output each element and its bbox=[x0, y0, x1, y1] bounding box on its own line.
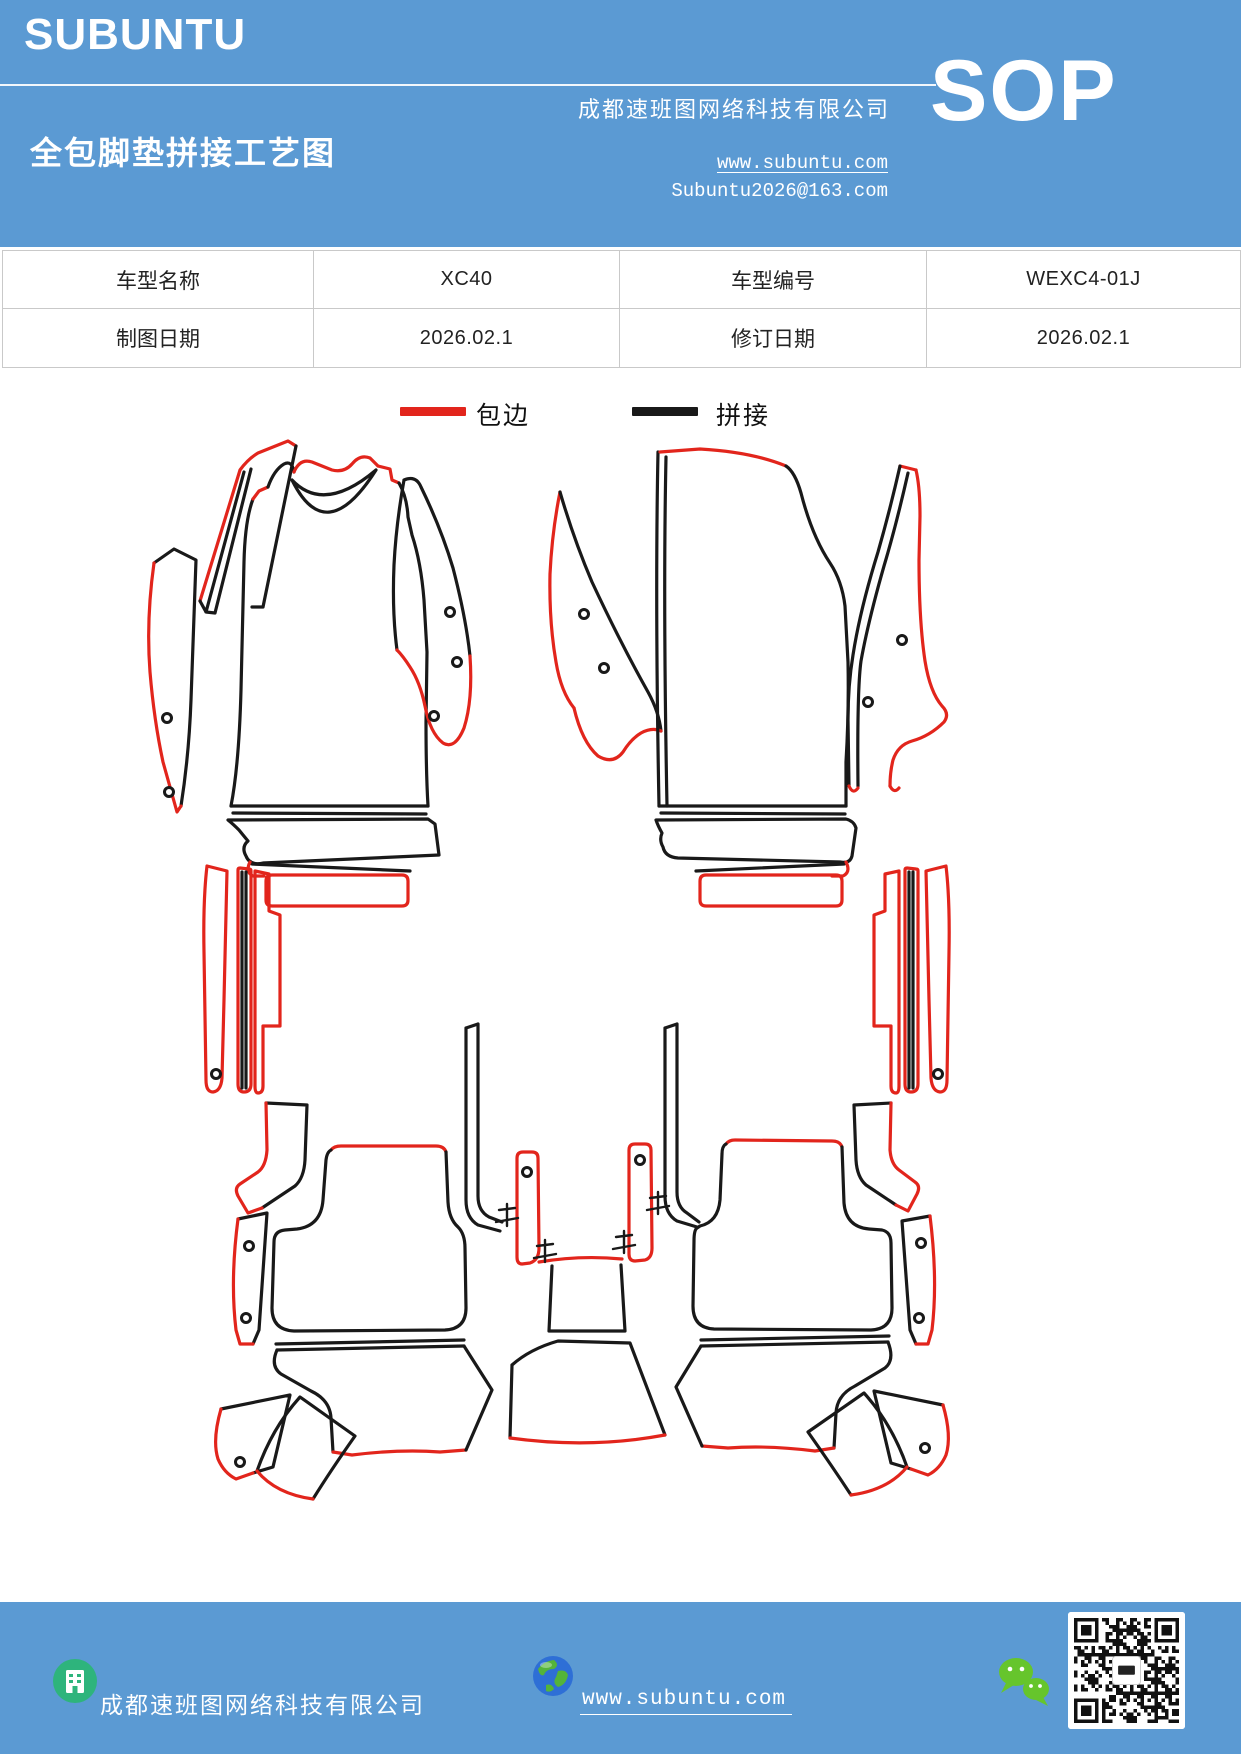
rear-right-corner-flaps bbox=[806, 1389, 950, 1497]
rear-left-wedge bbox=[231, 1211, 269, 1346]
edge-binding-swatch bbox=[400, 407, 466, 416]
drawing-date-value: 2026.02.1 bbox=[314, 309, 620, 367]
rear-center-hook-left bbox=[464, 1022, 504, 1233]
front-right-mat-group bbox=[548, 447, 951, 1095]
vehicle-model-value: XC40 bbox=[314, 251, 620, 309]
revision-date-value: 2026.02.1 bbox=[1036, 326, 1131, 349]
model-code-value: WEXC4-01J bbox=[927, 251, 1240, 309]
company-building-icon bbox=[53, 1659, 97, 1703]
header-email: Subuntu2026@163.com bbox=[671, 180, 888, 202]
brand-logo: SUBUNTU bbox=[24, 10, 247, 59]
stitching-label: 拼接 bbox=[716, 402, 771, 430]
rear-center-tab-left bbox=[515, 1150, 541, 1266]
header-website-link[interactable]: www.subuntu.com bbox=[716, 152, 888, 174]
edge-binding-label: 包边 bbox=[476, 402, 531, 430]
front-right-long-strips bbox=[872, 864, 951, 1095]
header: SUBUNTU 成都速班图网络科技有限公司 SOP 全包脚垫拼接工艺图 www.… bbox=[0, 0, 1241, 247]
front-left-heel-trapezoid bbox=[226, 817, 441, 866]
front-left-side-wedge bbox=[147, 547, 198, 814]
drawing-date-label: 制图日期 bbox=[3, 309, 314, 367]
vehicle-info-table: 车型名称 XC40 车型编号 WEXC4-01J 制图日期 2026.02.1 … bbox=[2, 250, 1241, 368]
globe-icon bbox=[533, 1656, 573, 1696]
front-left-main-mat bbox=[229, 455, 430, 816]
footer: 成都速班图网络科技有限公司 www.subuntu.com bbox=[0, 1602, 1241, 1754]
rear-left-corner-flaps bbox=[214, 1393, 357, 1501]
rear-center-trapezoid bbox=[508, 1339, 667, 1445]
sop-badge: SOP bbox=[930, 43, 1118, 139]
rear-center-bridge bbox=[537, 1255, 627, 1333]
page-title: 全包脚垫拼接工艺图 bbox=[30, 135, 337, 171]
front-right-main-mat bbox=[655, 447, 850, 816]
rear-right-main-mat bbox=[691, 1138, 894, 1332]
vehicle-model-label: 车型名称 bbox=[3, 251, 314, 309]
front-right-sill-bar bbox=[694, 860, 850, 908]
stitching-swatch bbox=[632, 407, 698, 416]
rear-center-hook-right bbox=[663, 1022, 701, 1229]
footer-company-name: 成都速班图网络科技有限公司 bbox=[100, 1692, 425, 1718]
front-right-outer-wing bbox=[846, 464, 949, 793]
front-right-heel-trapezoid bbox=[654, 817, 858, 864]
header-company-name: 成都速班图网络科技有限公司 bbox=[577, 97, 890, 122]
rear-right-wedge bbox=[900, 1214, 937, 1346]
header-divider bbox=[0, 84, 936, 86]
front-left-flap-strips bbox=[198, 439, 298, 615]
rear-mat-group bbox=[214, 1022, 950, 1501]
rear-right-bent-strip bbox=[852, 1101, 921, 1213]
revision-date-label: 修订日期 bbox=[620, 309, 927, 367]
stop-marks bbox=[494, 1190, 671, 1264]
rear-left-bent-strip bbox=[234, 1101, 309, 1215]
rear-center-tab-right bbox=[627, 1142, 654, 1263]
footer-website-link[interactable]: www.subuntu.com bbox=[580, 1688, 793, 1715]
front-right-inner-wing bbox=[548, 490, 663, 762]
rear-left-main-mat bbox=[270, 1144, 468, 1333]
front-left-mat-group bbox=[147, 439, 473, 1095]
front-left-sill-bar bbox=[246, 860, 412, 908]
wechat-qr-code bbox=[1068, 1612, 1185, 1729]
wechat-icon bbox=[999, 1658, 1049, 1706]
rear-left-lower-panel bbox=[272, 1338, 494, 1457]
rear-right-lower-panel bbox=[674, 1334, 893, 1453]
front-left-wing bbox=[391, 476, 473, 747]
pattern-diagram bbox=[147, 439, 951, 1501]
model-code-label: 车型编号 bbox=[620, 251, 927, 309]
front-left-long-strips bbox=[202, 864, 282, 1095]
